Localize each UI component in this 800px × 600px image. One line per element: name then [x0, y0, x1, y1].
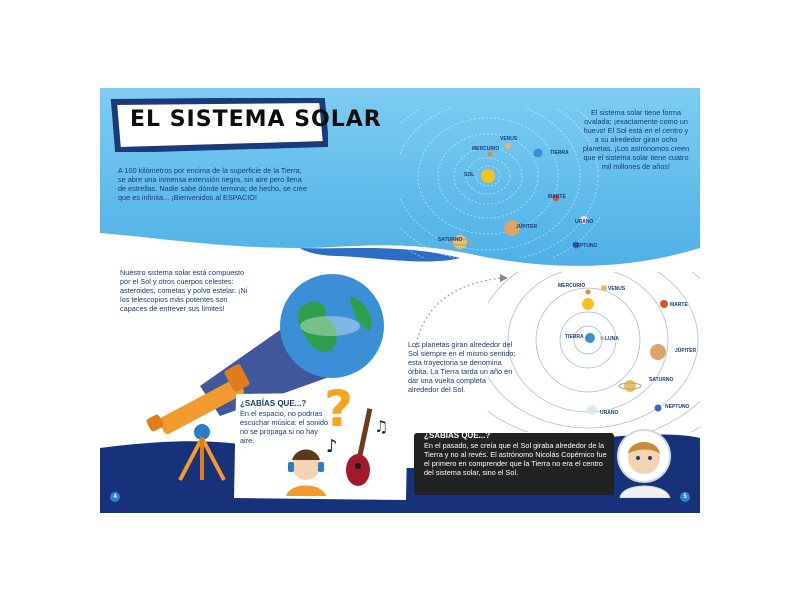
bottom-label-saturno: SATURNO	[649, 377, 674, 383]
top-solar-diagram	[400, 108, 600, 258]
page-title: EL SISTEMA SOLAR	[130, 107, 382, 132]
top-label-sol: SOL	[464, 172, 475, 178]
astronaut-child-icon	[617, 429, 671, 498]
ellipse-paragraph: El sistema solar tiene forma ovalada; ¡e…	[582, 108, 690, 171]
music-note-icon: ♪	[326, 436, 338, 457]
top-label-marte: MARTE	[548, 194, 566, 200]
dotted-arrow	[415, 274, 508, 349]
title-badge	[110, 98, 328, 152]
page-number-left: 4	[110, 492, 120, 502]
book-spread: EL SISTEMA SOLAR A 100 kilómetros por en…	[100, 88, 700, 513]
orbit-paragraph: Los planetas giran alrededor del Sol sie…	[408, 340, 516, 394]
top-label-urano: URANO	[575, 219, 594, 225]
intro-paragraph: A 100 kilómetros por encima de la superf…	[118, 166, 308, 202]
venus-icon	[505, 143, 511, 149]
neptune-bottom-icon	[654, 404, 662, 412]
telescope-icon	[146, 364, 250, 481]
top-label-neptuno: NEPTUNO	[573, 243, 598, 249]
uranus-icon	[580, 216, 588, 224]
saturn-bottom-icon	[624, 380, 636, 392]
mars-bottom-icon	[660, 300, 668, 308]
question-mark-icon: ?	[324, 380, 353, 438]
bottom-solar-diagram	[488, 272, 700, 432]
svg-text:♫: ♫	[374, 417, 388, 436]
guitar-icon	[346, 408, 373, 486]
fact-right-box	[414, 433, 614, 495]
bottom-label-tierra: TIERRA	[565, 334, 584, 340]
earth-bottom-icon	[585, 333, 595, 343]
top-label-mercurio: MERCURIO	[472, 146, 500, 152]
top-label-jupiter: JÚPITER	[516, 224, 538, 230]
mercury-icon	[487, 151, 493, 157]
top-label-saturno: SATURNO	[438, 237, 463, 243]
top-label-tierra: TIERRA	[550, 150, 569, 156]
bottom-label-neptuno: NEPTUNO	[665, 404, 690, 410]
bottom-label-urano: URANO	[600, 410, 619, 416]
page-number-right: 5	[680, 492, 690, 502]
jupiter-bottom-icon	[650, 344, 666, 360]
venus-bottom-icon	[601, 285, 607, 291]
bottom-label-luna: LUNA	[605, 336, 619, 342]
bottom-label-venus: VENUS	[608, 286, 626, 292]
fact-left-title: ¿SABÍAS QUE...?	[240, 399, 307, 408]
mars-icon	[552, 194, 560, 202]
uranus-bottom-icon	[587, 405, 597, 415]
bottom-label-mercurio: MERCURIO	[558, 283, 586, 289]
sun-icon	[481, 169, 495, 183]
earth-top-icon	[533, 148, 543, 158]
music-illustration: ? ♪ ♫	[286, 380, 388, 496]
fact-left-body: En el espacio, no podrías escuchar músic…	[240, 409, 329, 445]
mercury-bottom-icon	[585, 289, 591, 295]
jupiter-icon	[504, 220, 520, 236]
fact-right-body: En el pasado, se creía que el Sol giraba…	[424, 441, 607, 477]
moon-bottom-icon	[600, 336, 604, 340]
sun-bottom-icon	[582, 298, 594, 310]
fact-right-title: ¿SABÍAS QUE...?	[424, 431, 491, 440]
saturn-icon	[453, 235, 467, 249]
top-label-venus: VENUS	[500, 136, 518, 142]
neptune-icon	[572, 241, 580, 249]
system-paragraph: Nuestro sistema solar está compuesto por…	[120, 268, 248, 313]
child-headphones-icon	[286, 449, 326, 496]
telescope-earth-illustration	[146, 274, 384, 481]
bottom-label-marte: MARTE	[670, 302, 688, 308]
bottom-label-jupiter: JÚPITER	[675, 348, 697, 354]
